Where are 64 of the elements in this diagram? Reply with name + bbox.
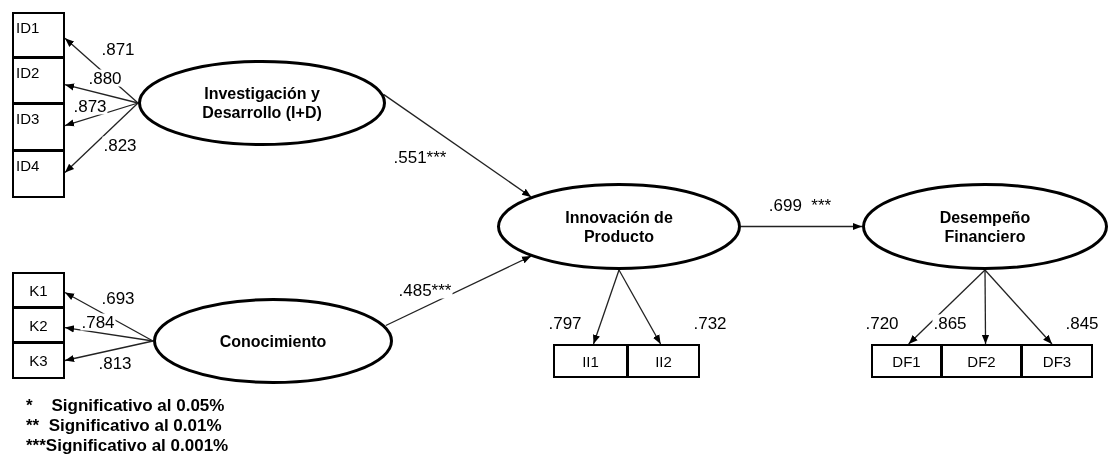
indicator-name: K2 [29, 316, 48, 334]
path-coefficient: .880 [87, 69, 123, 87]
arrow [984, 269, 1053, 345]
path-coefficient: .551*** [392, 148, 448, 166]
latent-variable-ellipse [153, 298, 393, 384]
arrow [64, 325, 154, 342]
indicator-name: K1 [29, 281, 48, 299]
indicator-name: II1 [582, 352, 599, 370]
indicator-name: ID2 [16, 64, 40, 81]
path-coefficient: .813 [97, 354, 133, 372]
path-coefficient: .845 [1064, 314, 1100, 332]
significance-note: * Significativo al 0.05% [26, 396, 225, 416]
indicator-box [12, 103, 65, 151]
arrow [981, 269, 990, 345]
construct-name: Innovación de Producto [564, 207, 674, 246]
path-coefficient: .732 [692, 314, 728, 332]
arrow [64, 291, 154, 342]
construct-name: Conocimiento [219, 331, 327, 351]
path-coefficient: .823 [102, 136, 138, 154]
path-coefficient: .693 [100, 289, 136, 307]
arrow [385, 255, 532, 327]
path-coefficient: .871 [100, 40, 136, 58]
indicator-name: DF1 [892, 352, 921, 370]
path-coefficient: .485*** [397, 281, 453, 299]
arrow [908, 269, 986, 345]
indicator-name: DF3 [1042, 352, 1072, 370]
indicator-box [627, 344, 700, 378]
indicator-name: II2 [655, 352, 672, 370]
indicator-box [1021, 344, 1093, 378]
significance-note: ** Significativo al 0.01% [26, 416, 222, 436]
indicator-name: ID1 [16, 19, 40, 36]
path-coefficient: .699 *** [767, 196, 833, 214]
path-coefficient: .720 [864, 314, 900, 332]
arrow [592, 269, 620, 345]
arrow [64, 102, 139, 127]
indicator-name: K3 [29, 352, 48, 369]
indicator-name: ID3 [16, 110, 40, 127]
arrow [64, 102, 139, 174]
arrow [740, 222, 863, 231]
significance-note: ***Significativo al 0.001% [26, 436, 229, 456]
indicator-box [12, 272, 65, 308]
indicator-box [12, 307, 65, 343]
indicator-name: ID4 [16, 157, 40, 174]
latent-variable-ellipse [497, 183, 741, 270]
arrow [618, 269, 662, 345]
indicator-box [941, 344, 1022, 378]
path-coefficient: .873 [72, 97, 108, 115]
arrow [64, 340, 154, 363]
latent-variable-ellipse [138, 60, 386, 146]
construct-name: Desempeño Financiero [938, 207, 1032, 246]
path-coefficient: .784 [80, 313, 116, 331]
indicator-box [871, 344, 942, 378]
indicator-box [12, 150, 65, 198]
indicator-box [553, 344, 628, 378]
path-coefficient: .797 [547, 314, 583, 332]
construct-name: Investigación y Desarrollo (I+D) [201, 84, 323, 122]
indicator-box [12, 342, 65, 379]
latent-variable-ellipse [862, 183, 1108, 270]
indicator-name: DF2 [967, 352, 996, 370]
indicator-box [12, 57, 65, 104]
arrow [382, 93, 532, 198]
indicator-box [12, 12, 65, 58]
arrow [64, 83, 139, 104]
path-coefficient: .865 [932, 314, 968, 332]
